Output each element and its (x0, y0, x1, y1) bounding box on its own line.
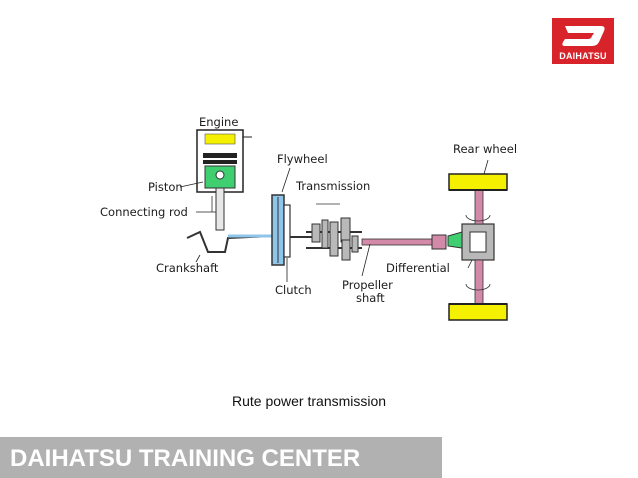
label-clutch: Clutch (275, 283, 312, 297)
transmission (306, 203, 362, 261)
label-connecting-rod: Connecting rod (100, 205, 188, 219)
connecting-rod (196, 187, 225, 231)
label-rear-wheel: Rear wheel (453, 142, 517, 156)
label-transmission: Transmission (295, 179, 370, 193)
label-crankshaft: Crankshaft (156, 261, 219, 275)
footer-banner: DAIHATSU TRAINING CENTER (0, 437, 442, 478)
label-differential: Differential (386, 261, 450, 275)
daihatsu-logo: DAIHATSU (552, 18, 614, 64)
crankshaft (186, 230, 273, 263)
footer-title: DAIHATSU TRAINING CENTER (10, 445, 361, 472)
clutch (283, 204, 312, 282)
rear-wheel-top (448, 159, 508, 191)
logo-brand-text: DAIHATSU (559, 51, 607, 61)
label-propeller-line2: shaft (356, 291, 385, 305)
diagram-caption: Rute power transmission (232, 393, 387, 409)
label-flywheel: Flywheel (277, 152, 328, 166)
label-piston: Piston (148, 180, 183, 194)
piston (179, 153, 237, 189)
label-propeller-line1: Propeller (342, 278, 393, 292)
rear-wheel-bottom (448, 303, 508, 321)
differential (447, 223, 495, 269)
daihatsu-emblem-icon (562, 26, 605, 46)
propeller-shaft (361, 234, 447, 277)
flywheel (271, 167, 291, 266)
label-engine: Engine (199, 115, 238, 129)
